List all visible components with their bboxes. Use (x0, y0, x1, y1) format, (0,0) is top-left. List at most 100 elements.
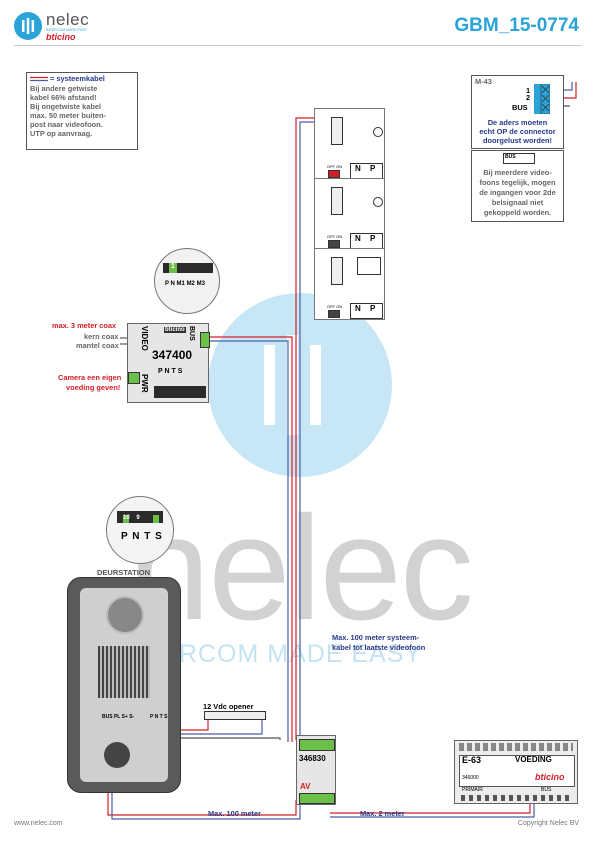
m347400-bus-connector (200, 332, 210, 348)
door-terminal-zoom: 10 9 P N T S (106, 496, 174, 564)
monitor-3-off-on: OFF ON (327, 304, 343, 309)
door-camera-icon (106, 596, 144, 634)
monitor-2-off-on: OFF ON (327, 234, 343, 239)
monitor-1-terminal (331, 117, 343, 145)
m347400-bottom-strip (154, 386, 206, 398)
m346830-av: AV (300, 782, 311, 791)
door-zoom-labels: P N T S (121, 531, 163, 542)
legend-line-3: Bij ongetwiste kabel (30, 102, 102, 111)
module-346830: 346830 AV (296, 735, 336, 805)
psu-bus: BUS (541, 787, 552, 793)
zoom-terminal-strip (163, 263, 213, 273)
footer-left: www.nelec.com (14, 820, 63, 827)
monitor-1-n: N (355, 164, 361, 173)
door-speaker-grille (98, 646, 150, 698)
door-zoom-nums: 10 9 (123, 515, 140, 521)
camera-note-1: Camera een eigen (58, 373, 122, 382)
door-zoom-green-1 (123, 515, 129, 523)
psu-terminals (461, 795, 573, 801)
zoom-num: 1 (171, 263, 175, 270)
monitor-1-p: P (370, 164, 376, 173)
brand-sub: bticino (46, 32, 76, 42)
legend-line-6: UTP op aanvraag. (30, 129, 93, 138)
legend-line-4: max. 50 meter buiten- (30, 111, 106, 120)
coax-note-2: kern coax (84, 332, 119, 341)
door-right-terms: P N T S (150, 714, 168, 720)
monitor-2-np: N P (350, 233, 383, 249)
module-347400-zoom: 1 P N M1 M2 M3 (154, 248, 220, 314)
monitor-2-n: N (355, 234, 361, 243)
monitor-3-n: N (355, 304, 361, 313)
psu-e63: E-63 VOEDING 346000 bticino PRIMAIR BUS (454, 740, 578, 804)
psu-code: 346000 (462, 775, 479, 781)
m347400-cam-connector (128, 372, 140, 384)
m347400-brand: bticino (164, 327, 186, 333)
monitor-1: OFF ON N P (314, 108, 385, 180)
camera-note-2: voeding geven! (66, 383, 121, 392)
monitor-3: OFF ON N P (314, 248, 385, 320)
bus-badge: BUS (503, 153, 535, 164)
door-bottom-terms: BUS PL S+ S- (102, 714, 135, 720)
monitor-3-np: N P (350, 303, 383, 319)
monitor-1-off-on: OFF ON (327, 164, 343, 169)
watermark-brand: nelec (128, 486, 474, 651)
monitor-2-button-icon (373, 197, 383, 207)
bus-note-4: belsignaal niet (491, 198, 544, 207)
m43-pin-1: 1 (526, 86, 531, 95)
m347400-pwr: PWR (140, 374, 149, 393)
legend-line-2: kabel 66% afstand! (30, 93, 97, 102)
monitor-1-switch (328, 170, 340, 178)
header-rule (14, 45, 581, 46)
footer-right: Copyright Nelec BV (517, 820, 579, 827)
module-347400: VIDEO PWR bticino BUS 347400 P N T S (127, 323, 210, 403)
psu-brand: bticino (535, 772, 565, 782)
m43-title: M-43 (475, 77, 492, 86)
brand-tagline: INTERCOM MADE EASY (46, 28, 88, 32)
m347400-bus: BUS (188, 326, 195, 341)
door-zoom-green-2 (153, 515, 159, 523)
system-cable-swatch-icon (30, 76, 48, 82)
m43-note-2: echt OP de connector (479, 127, 556, 136)
document-id: GBM_15-0774 (454, 15, 579, 36)
door-station-title: DEURSTATION (97, 568, 151, 577)
door-button-icon (104, 742, 130, 768)
opener-label: 12 Vdc opener (203, 702, 254, 711)
bus-badge-label: BUS (505, 154, 516, 160)
coax-note-3: mantel coax (76, 341, 119, 350)
system-max-1: Max. 100 meter systeem- (332, 633, 420, 642)
m347400-code: 347400 (152, 348, 193, 362)
monitor-1-np: N P (350, 163, 383, 179)
m347400-video: VIDEO (140, 326, 149, 351)
legend-title: = systeemkabel (50, 74, 105, 83)
psu-panel (459, 755, 575, 787)
zoom-terminal-green (169, 263, 177, 273)
bottom-left-distance: Max. 100 meter (208, 809, 261, 818)
monitor-1-button-icon (373, 127, 383, 137)
system-max-2: kabel tot laatste videofoon (332, 643, 426, 652)
legend-line-5: post naar videofoon. (30, 120, 103, 129)
monitor-3-switch (328, 310, 340, 318)
bus-note-1: Bij meerdere video- (483, 168, 552, 177)
bus-note-3: de ingangen voor 2de (479, 188, 556, 197)
m346830-top-connectors (299, 739, 335, 751)
monitor-2-p: P (370, 234, 376, 243)
legend-line-1: Bij andere getwiste (30, 84, 98, 93)
bus-note-box: BUS Bij meerdere video- foons tegelijk, … (471, 150, 564, 222)
bottom-right-distance: Max. 2 meter (360, 809, 405, 818)
psu-title: VOEDING (515, 755, 552, 764)
m43-pin-2: 2 (526, 93, 531, 102)
zoom-terms: P N M1 M2 M3 (165, 281, 205, 287)
m346830-bottom-connectors (299, 793, 335, 804)
nelec-logo-icon (14, 12, 42, 40)
m43-note-3: doorgelust worden! (483, 136, 552, 145)
m347400-terms: P N T S (158, 368, 183, 375)
bus-note-2: foons tegelijk, mogen (479, 178, 556, 187)
monitor-3-terminal (331, 257, 343, 285)
m43-connector-icon (534, 84, 550, 114)
monitor-3-p: P (370, 304, 376, 313)
monitor-2-switch (328, 240, 340, 248)
opener-icon (204, 711, 266, 720)
m43-box: M-43 1 2 BUS De aders moeten echt OP de … (471, 75, 564, 149)
brand-name: nelec (46, 10, 90, 29)
m43-note-1: De aders moeten (487, 118, 548, 127)
